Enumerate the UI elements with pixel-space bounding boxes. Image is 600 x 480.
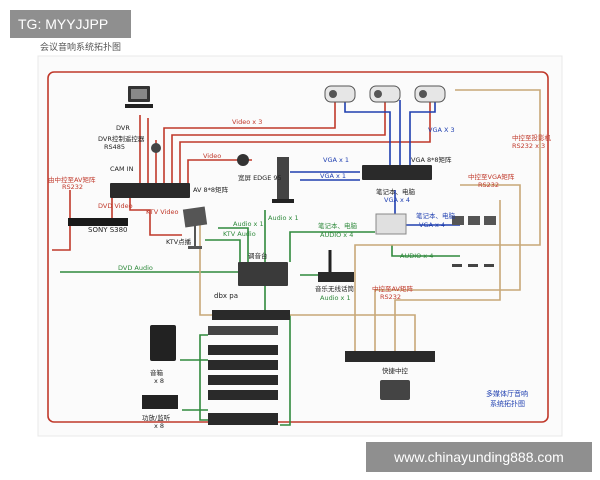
label-cam-in: CAM IN bbox=[110, 165, 134, 173]
label-rs485: RS485 bbox=[104, 143, 125, 151]
sony-dvd-player bbox=[68, 218, 128, 226]
audio-line bbox=[205, 239, 241, 262]
label-rs232-vga-title: 中控至VGA矩阵 bbox=[468, 172, 515, 181]
mixer-device bbox=[238, 262, 288, 286]
label-dbx: dbx pa bbox=[214, 292, 238, 300]
label-rs232-vga: RS232 bbox=[478, 181, 499, 189]
diagram-frame bbox=[37, 55, 563, 437]
camera-dome-icon bbox=[237, 154, 249, 166]
projector-3 bbox=[414, 85, 446, 103]
label-vga-x1-a: VGA x 1 bbox=[323, 156, 349, 164]
label-audio-x1-a: Audio x 1 bbox=[268, 214, 299, 222]
video-line bbox=[187, 159, 252, 183]
amp-rack bbox=[208, 310, 290, 425]
control-line bbox=[199, 215, 416, 360]
connections bbox=[52, 89, 541, 426]
label-vga-x4-b: VGA x 4 bbox=[419, 221, 445, 229]
vga-line bbox=[409, 100, 436, 165]
label-rs232-proj-title: 中控至投影机 bbox=[512, 133, 552, 142]
av-matrix-device bbox=[110, 183, 190, 198]
label-rs232-mid-title: 中控至AV矩阵 bbox=[372, 284, 413, 293]
video-line bbox=[163, 100, 336, 183]
label-ktv-panel: KTV点播 bbox=[166, 237, 192, 246]
label-mic-receiver: 音乐无线话筒 bbox=[315, 284, 355, 293]
speaker-device bbox=[150, 325, 176, 361]
control-line bbox=[354, 89, 541, 360]
label-rs232-left-title: 由中控至AV矩阵 bbox=[48, 175, 96, 184]
label-dvd-audio: DVD Audio bbox=[118, 264, 153, 272]
label-audio-x1-c: Audio x 1 bbox=[320, 294, 351, 302]
label-dvr-control: DVR控制遥控器 bbox=[98, 134, 145, 143]
label-vga-matrix: VGA 8*8矩阵 bbox=[411, 155, 452, 164]
red-border bbox=[47, 71, 549, 423]
header-tag: TG: MYYJJPP bbox=[10, 10, 131, 38]
label-audio-x4-a: AUDIO x 4 bbox=[320, 231, 353, 239]
camera-icon bbox=[151, 143, 161, 153]
touch-panel-device bbox=[380, 380, 410, 400]
label-speaker: 音箱 bbox=[150, 368, 164, 377]
label-sony: SONY S380 bbox=[88, 226, 128, 234]
wireless-mic-device bbox=[318, 250, 354, 282]
control-line bbox=[374, 184, 521, 360]
ktv-panel-device bbox=[182, 206, 208, 249]
page-subtitle: 会议音响系统拓扑图 bbox=[40, 43, 122, 53]
label-av-matrix: AV 8*8矩阵 bbox=[193, 185, 229, 194]
audio-line bbox=[218, 227, 249, 262]
laptop-group bbox=[452, 216, 496, 225]
video-line bbox=[179, 100, 431, 183]
vga-matrix-device bbox=[362, 165, 432, 180]
label-audio-x1-b: Audio x 1 bbox=[233, 220, 264, 228]
label-terminal-c: 笔记本、电脑 bbox=[416, 211, 456, 220]
label-amp-qty: x 8 bbox=[154, 422, 164, 430]
floor-mic-group bbox=[452, 264, 494, 267]
vga-distributor bbox=[375, 213, 407, 235]
projector-1 bbox=[324, 85, 356, 103]
label-mixer: 调音台 bbox=[248, 251, 268, 260]
central-controller-device bbox=[345, 351, 435, 362]
label-audio-x4-b: AUDIO x 4 bbox=[400, 252, 433, 260]
label-central-ctrl: 快捷中控 bbox=[382, 366, 409, 375]
label-terminal-b: 笔记本、电脑 bbox=[318, 221, 358, 230]
video-line bbox=[129, 198, 182, 236]
monitor-amp-device bbox=[142, 395, 178, 409]
edge-display bbox=[272, 157, 294, 203]
label-amp: 功放/监听 bbox=[142, 413, 171, 422]
label-rs232-proj: RS232 x 3 bbox=[512, 142, 545, 150]
label-vga-x4-a: VGA x 4 bbox=[384, 196, 410, 204]
audio-line bbox=[289, 231, 375, 262]
dvr-monitor bbox=[125, 86, 153, 108]
label-vga-x3: VGA X 3 bbox=[428, 126, 455, 134]
label-speaker-qty: x 8 bbox=[154, 377, 164, 385]
label-video: Video bbox=[203, 152, 221, 160]
legend-line2: 系统拓扑图 bbox=[490, 399, 525, 408]
legend-line1: 多媒体厅音响 bbox=[486, 389, 528, 398]
label-video-x3: Video x 3 bbox=[232, 118, 262, 126]
label-vga-x1-b: VGA x 1 bbox=[320, 172, 346, 180]
control-line bbox=[394, 200, 501, 360]
label-edge: 宽屏 EDGE 95 bbox=[238, 173, 282, 182]
audio-line bbox=[199, 334, 208, 421]
label-rs232-left: RS232 bbox=[62, 183, 83, 191]
label-dvr: DVR bbox=[116, 124, 130, 132]
audio-line bbox=[280, 315, 291, 426]
label-dvd-video: DVD Video bbox=[98, 202, 133, 210]
label-terminal-a: 笔记本、电脑 bbox=[376, 187, 416, 196]
video-line bbox=[52, 190, 71, 251]
audio-line bbox=[391, 245, 460, 257]
projector-2 bbox=[369, 85, 401, 103]
label-ktv-video: KTV Video bbox=[146, 208, 178, 216]
label-ktv-audio: KTV Audio bbox=[223, 230, 256, 238]
video-line bbox=[171, 100, 386, 183]
watermark: www.chinayunding888.com bbox=[366, 442, 592, 472]
vga-line bbox=[344, 100, 391, 165]
label-rs232-mid: RS232 bbox=[380, 293, 401, 301]
